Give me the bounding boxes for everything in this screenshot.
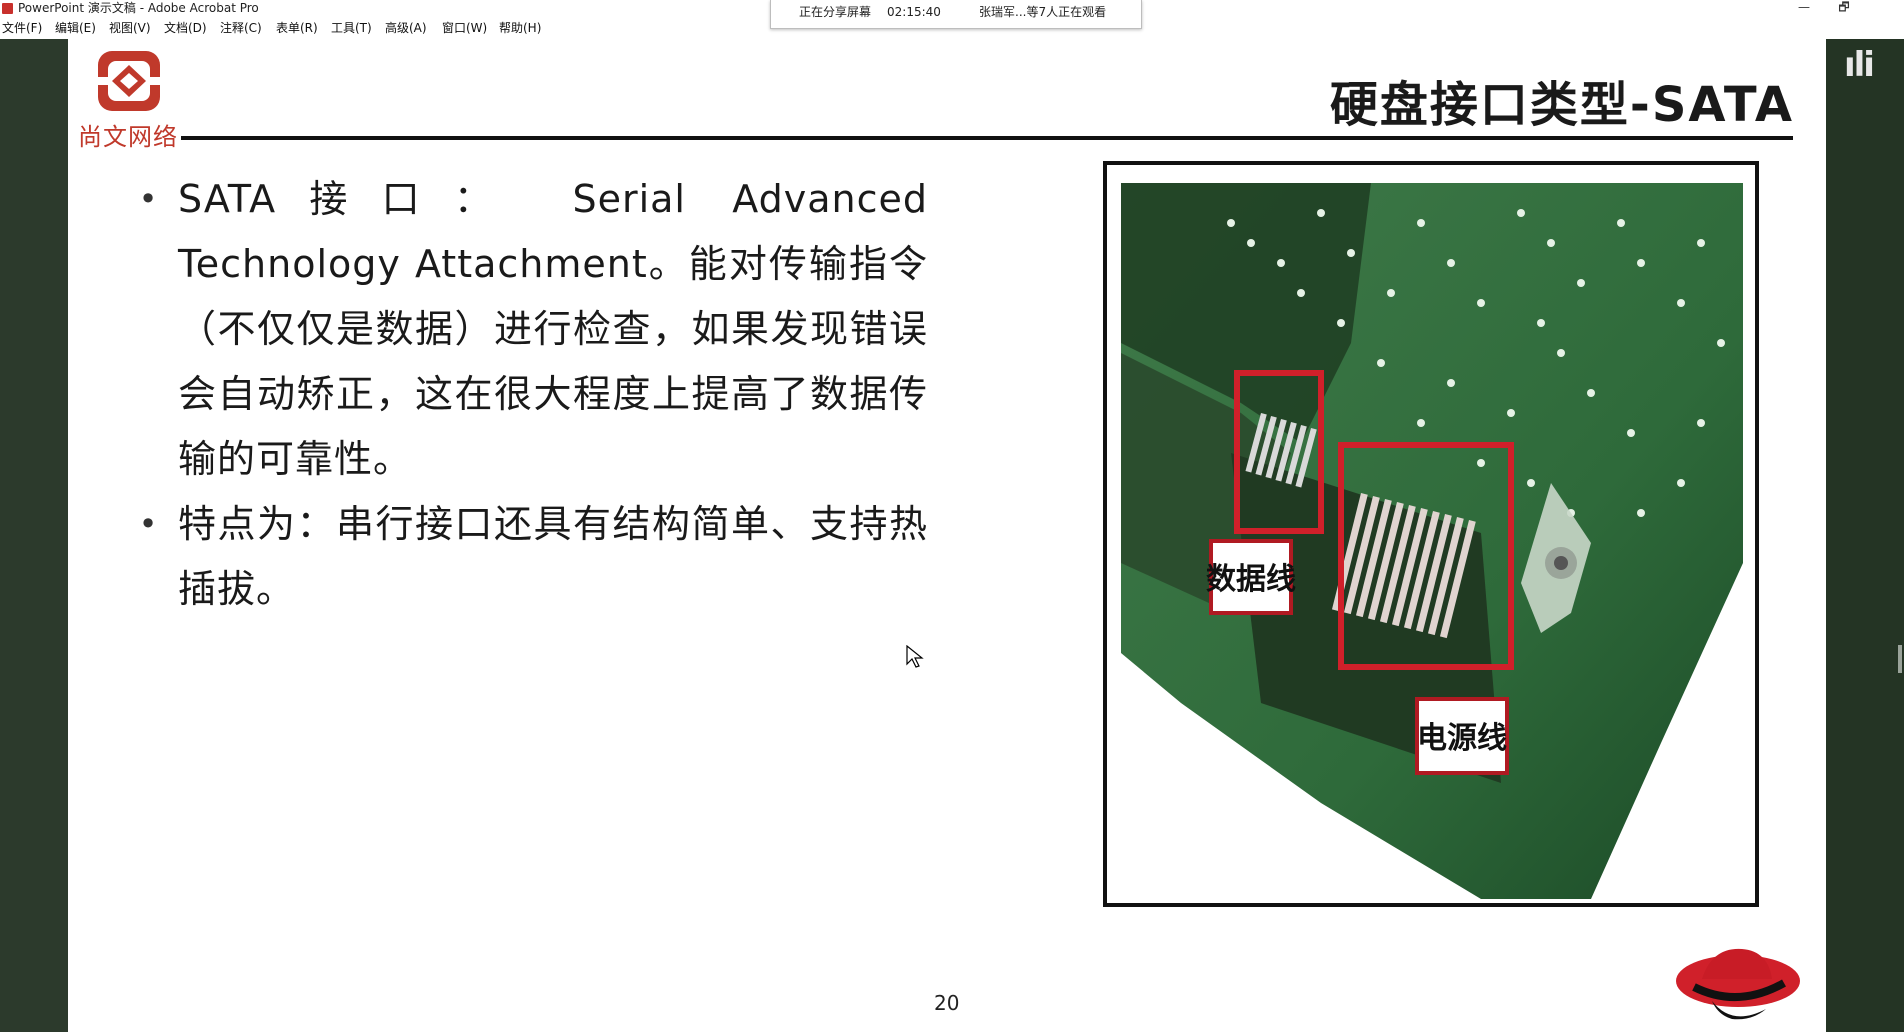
redhat-logo-icon	[1676, 948, 1800, 1020]
slide-body: • SATA接口： Serial Advanced Technology Att…	[128, 167, 1008, 622]
logo-mark-icon	[98, 51, 160, 111]
menu-tools[interactable]: 工具(T)	[331, 21, 372, 35]
menu-document[interactable]: 文档(D)	[164, 21, 207, 35]
share-status: 正在分享屏幕	[799, 5, 872, 19]
page-number: 20	[934, 991, 960, 1015]
bullet-text: SATA接口： Serial Advanced Technology Attac…	[178, 177, 928, 481]
screen-share-bar[interactable]: 正在分享屏幕 02:15:40 张瑞军...等7人正在观看	[770, 0, 1142, 29]
title-divider	[181, 136, 1793, 140]
minimize-icon[interactable]: —	[1798, 0, 1810, 14]
menu-comments[interactable]: 注释(C)	[220, 21, 262, 35]
menu-help[interactable]: 帮助(H)	[499, 21, 542, 35]
scrollbar-thumb[interactable]	[1898, 645, 1902, 673]
slide-canvas: 尚文网络 硬盘接口类型-SATA • SATA接口： Serial Advanc…	[68, 39, 1826, 1032]
menu-view[interactable]: 视图(V)	[109, 21, 151, 35]
bullet-text: 特点为：串行接口还具有结构简单、支持热插拔。	[178, 502, 928, 611]
share-timer: 02:15:40	[887, 5, 941, 19]
left-background	[0, 39, 68, 1032]
bullet-dot-icon: •	[138, 505, 158, 543]
slide-title: 硬盘接口类型-SATA	[1329, 77, 1794, 133]
power-connector-highlight	[1338, 442, 1514, 670]
logo-text: 尚文网络	[78, 123, 178, 151]
data-connector-highlight	[1234, 370, 1324, 534]
bullet-item: • 特点为：串行接口还具有结构简单、支持热插拔。	[128, 492, 1008, 622]
sata-photo-frame: 数据线 电源线	[1103, 161, 1759, 907]
restore-icon[interactable]: 🗗	[1838, 0, 1850, 14]
power-cable-label: 电源线	[1417, 721, 1507, 756]
bilibili-watermark: ıli	[1844, 45, 1875, 85]
window-title: PowerPoint 演示文稿 - Adobe Acrobat Pro	[18, 1, 259, 15]
acrobat-app-icon	[2, 3, 13, 14]
menu-window[interactable]: 窗口(W)	[442, 21, 488, 35]
company-logo: 尚文网络	[74, 45, 194, 151]
mouse-cursor-icon	[906, 645, 924, 668]
bullet-item: • SATA接口： Serial Advanced Technology Att…	[128, 167, 1008, 492]
data-cable-label: 数据线	[1206, 562, 1296, 597]
right-background: ıli	[1826, 39, 1904, 1032]
menu-file[interactable]: 文件(F)	[2, 21, 43, 35]
menu-forms[interactable]: 表单(R)	[276, 21, 318, 35]
menu-advanced[interactable]: 高级(A)	[385, 21, 427, 35]
share-viewers[interactable]: 张瑞军...等7人正在观看	[979, 5, 1107, 19]
menu-edit[interactable]: 编辑(E)	[55, 21, 96, 35]
sata-connector-photo: 数据线 电源线	[1121, 183, 1743, 899]
bullet-dot-icon: •	[138, 180, 158, 218]
